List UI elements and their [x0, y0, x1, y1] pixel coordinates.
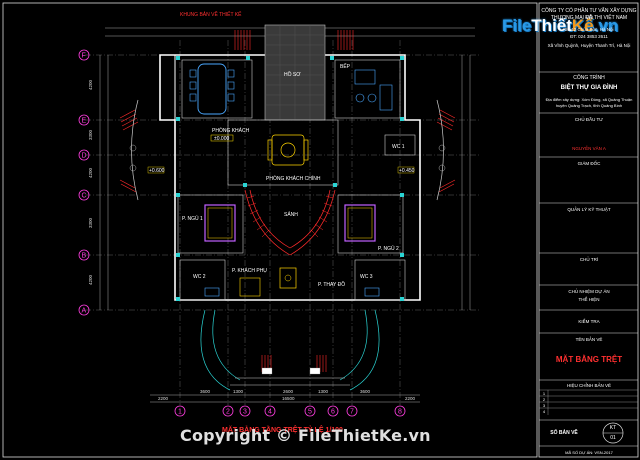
columns — [176, 56, 404, 301]
sofa-set — [267, 134, 309, 166]
level-phong-khach: ±0.000 — [214, 136, 229, 142]
project-name: BIỆT THỰ GIA ĐÌNH — [560, 85, 618, 91]
room-label-wc2: WC 2 — [193, 274, 206, 280]
porch-right — [436, 99, 444, 201]
dim-bottom-6: 3600 — [360, 389, 371, 394]
axis-row-C: C — [82, 193, 87, 200]
kitchen — [334, 59, 401, 119]
axis-col-bubbles: 1 2 3 4 5 6 7 8 — [174, 405, 406, 417]
filethietke-logo: FileThiếtKế.vn — [502, 16, 619, 35]
axis-row-bubbles-left: F E D C B A — [78, 49, 90, 316]
wc-2 — [179, 259, 226, 301]
revision-label: HIỆU CHỈNH BẢN VẼ — [566, 383, 611, 388]
north-steps — [234, 30, 354, 50]
dim-bottom-total: 16500 — [282, 396, 295, 401]
room-label-wc3: WC 3 — [360, 274, 373, 280]
plan-footer-title: MẶT BẰNG TẦNG TRỆT TỶ LỆ 1/100 — [222, 424, 343, 434]
design-chief: CHỦ TRÌ — [579, 257, 599, 262]
title-block: CÔNG TY CỔ PHẦN TƯ VẤN XÂY DỰNG VÀ THƯƠN… — [538, 0, 640, 460]
director-label: GIÁM ĐỐC — [577, 161, 601, 166]
project-address-1: Địa điểm xây dựng: Xóm Đồng, xã Quảng Th… — [545, 97, 633, 102]
sheet-code: KT — [609, 425, 617, 431]
bottom-code: MÃ SỐ DỰ ÁN: VSN-2017 — [565, 450, 613, 455]
room-label-phong-khach-chinh: PHÒNG KHÁCH CHÍNH — [266, 175, 321, 182]
room-label-p-ngu-1: P. NGỦ 1 — [182, 215, 203, 222]
room-label-bep: BẾP — [340, 63, 351, 70]
axis-col-3: 3 — [243, 409, 247, 416]
wc-1 — [384, 134, 416, 156]
dim-left-5: 4200 — [88, 274, 93, 285]
bedroom-1 — [177, 194, 244, 254]
room-label-ho-so: HỒ SƠ — [284, 71, 301, 78]
axis-row-A: A — [82, 308, 87, 315]
wc-3 — [354, 259, 406, 301]
room-label-wc1: WC 1 — [392, 144, 405, 150]
axis-col-6: 6 — [331, 409, 335, 416]
drawing-name-label: TÊN BẢN VẼ — [575, 337, 603, 342]
dim-bottom-2: 3600 — [200, 389, 211, 394]
dining-room — [181, 59, 253, 119]
south-entrance — [200, 309, 380, 391]
company-line-4: ĐT: 024 3853 2611 — [570, 34, 608, 39]
company-line-3: Số 12 Chùa Bộc, Hà Nội — [564, 27, 614, 32]
bedroom-2 — [337, 194, 404, 254]
rev-row-1: 1 — [542, 391, 546, 396]
main-entry-door — [279, 267, 297, 289]
frame-top-label: KHUNG BẢN VẼ THIẾT KẾ — [180, 11, 242, 18]
bed-2 — [344, 204, 376, 242]
axis-col-4: 4 — [268, 409, 272, 416]
copyright-watermark: Copyright © FileThietKe.vn — [180, 426, 431, 445]
axis-col-8: 8 — [398, 409, 402, 416]
dim-bottom-1: 2200 — [158, 396, 169, 401]
dining-table — [197, 63, 227, 115]
level-marker-b: +0.450 — [399, 168, 415, 174]
company-line-5: Xã Vĩnh Quỳnh, Huyện Thanh Trì, Hà Nội — [547, 43, 631, 48]
dim-bottom-7: 2200 — [405, 396, 416, 401]
central-staircase — [244, 189, 336, 256]
room-label-p-ngu-2: P. NGỦ 2 — [378, 245, 399, 252]
drawing-name: MẶT BẰNG TRỆT — [555, 355, 623, 364]
project-address-2: huyện Quảng Trạch, tỉnh Quảng Bình — [555, 103, 623, 108]
room-label-p-khach-phu: P. KHÁCH PHỤ — [232, 267, 267, 274]
designer: CHỦ NHIỆM DỰ ÁN — [568, 289, 610, 294]
dim-left-2: 3300 — [88, 129, 93, 140]
dim-bottom-5: 1300 — [318, 389, 329, 394]
checked-by: KIỂM TRA — [578, 319, 600, 324]
floor-plan-drawing: KHUNG BẢN VẼ THIẾT KẾ 4200 3300 4200 330… — [2, 2, 538, 458]
project-heading: CÔNG TRÌNH — [573, 75, 605, 81]
level-marker-a: +0.600 — [149, 168, 165, 174]
side-steps — [119, 109, 456, 193]
sheet-label: SỐ BẢN VẼ — [550, 430, 578, 436]
dim-left-1: 4200 — [88, 79, 93, 90]
axis-row-D: D — [82, 153, 87, 160]
room-label-phong-khach: PHÒNG KHÁCH — [212, 127, 250, 134]
porch-left — [131, 99, 139, 201]
sheet-number: 01 — [610, 435, 616, 441]
bed-1 — [204, 204, 236, 242]
room-label-sanh: SẢNH — [284, 211, 298, 218]
living-room — [227, 119, 339, 186]
axis-row-F: F — [82, 53, 86, 60]
owner-name: NGUYỄN VĂN A — [572, 146, 606, 151]
company-line-1: CÔNG TY CỔ PHẦN TƯ VẤN XÂY DỰNG VÀ — [541, 8, 637, 21]
rev-row-4: 4 — [542, 409, 546, 414]
dim-bottom-3: 1300 — [233, 389, 244, 394]
axis-col-2: 2 — [226, 409, 230, 416]
axis-row-B: B — [82, 253, 87, 260]
dim-left-4: 3300 — [88, 217, 93, 228]
dim-bottom-4: 2600 — [283, 389, 294, 394]
axis-col-7: 7 — [350, 409, 354, 416]
rev-row-2: 2 — [542, 397, 546, 402]
company-line-2: THƯƠNG MẠI ĐÔ THỊ VIỆT NAM — [550, 15, 628, 21]
axis-col-1: 1 — [178, 409, 182, 416]
tech-label: QUẢN LÝ KỸ THUẬT — [567, 207, 611, 212]
dim-left-3: 4200 — [88, 167, 93, 178]
axis-row-E: E — [82, 118, 87, 125]
drawing-frame — [2, 2, 538, 458]
rev-row-3: 3 — [542, 403, 546, 408]
drawn-by: THỂ HIỆN — [578, 297, 600, 302]
owner-label: CHỦ ĐẦU TƯ — [574, 117, 604, 122]
room-label-p-thay-do: P. THAY ĐỒ — [318, 281, 345, 288]
axis-col-5: 5 — [308, 409, 312, 416]
